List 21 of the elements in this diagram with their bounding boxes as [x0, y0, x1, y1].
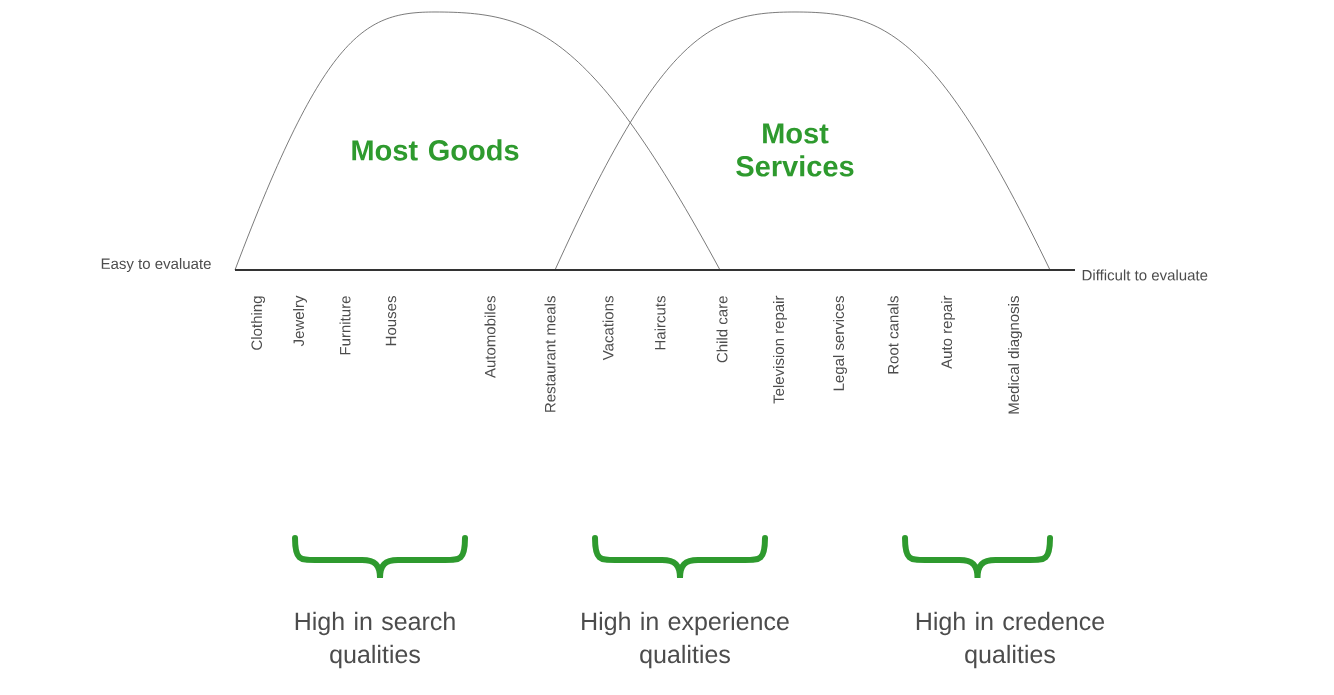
- item-label: Haircuts: [654, 296, 666, 350]
- item-label: Restaurant meals: [544, 296, 556, 412]
- item-label: Automobiles: [484, 296, 496, 379]
- item-label: Jewelry: [293, 295, 307, 347]
- item-label: Vacations: [602, 296, 614, 361]
- item-label: Television repair: [773, 295, 787, 404]
- category-label: High in credence qualities: [916, 611, 1105, 669]
- item-label: Child care: [716, 296, 728, 363]
- bell-curve: Most Goods: [234, 11, 721, 271]
- item-label: Furniture: [339, 296, 351, 355]
- category-label: High in experience qualities: [582, 611, 789, 669]
- item-label: Houses: [385, 296, 397, 346]
- item-label: Root canals: [887, 296, 899, 374]
- item-label: Clothing: [251, 296, 265, 350]
- item-label: Auto repair: [941, 295, 955, 369]
- bell-curve: Most Services: [554, 11, 1051, 271]
- axis-label: Difficult to evaluate: [1082, 269, 1208, 281]
- item-label: Legal services: [833, 296, 847, 391]
- category-label: High in search qualities: [295, 611, 455, 669]
- axis-label: Easy to evaluate: [101, 258, 211, 272]
- item-label: Medical diagnosis: [1008, 296, 1022, 414]
